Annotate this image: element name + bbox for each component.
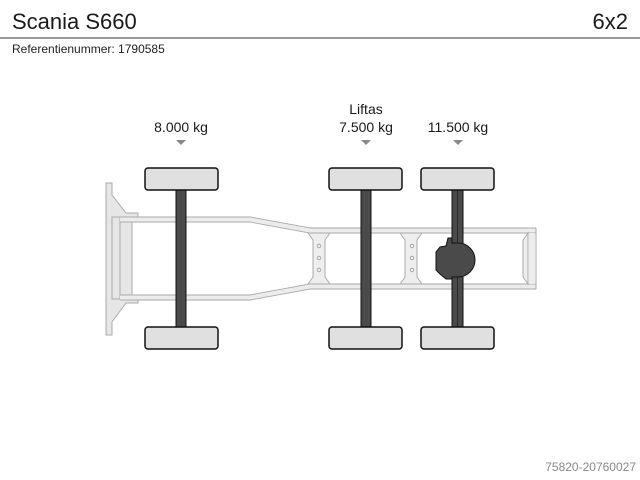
front-mount	[105, 182, 139, 336]
wheel	[144, 326, 219, 350]
reference-number: Referentienummer: 1790585	[12, 42, 165, 56]
cross-member	[307, 231, 529, 286]
wheel	[328, 326, 403, 350]
axle-configuration: 6x2	[592, 9, 628, 34]
wheel	[420, 326, 495, 350]
vehicle-title: Scania S660	[12, 9, 137, 34]
footer-code: 75820-20760027	[545, 460, 636, 474]
lift-axle	[328, 167, 403, 350]
header-divider	[0, 37, 640, 39]
front-axle	[144, 167, 219, 350]
arrow-down-icon	[453, 140, 463, 145]
axle-load-rear: 11.500 kg	[427, 119, 489, 135]
wheel	[420, 167, 495, 191]
wheel	[328, 167, 403, 191]
axle-load-front: 8.000 kg	[154, 119, 208, 135]
arrow-down-icon	[176, 140, 186, 145]
arrow-down-icon	[361, 140, 371, 145]
axle-load-middle: 7.500 kg	[339, 119, 393, 135]
axle-note-middle: Liftas	[349, 101, 383, 117]
wheel	[144, 167, 219, 191]
differential	[435, 237, 476, 280]
drive-axle	[420, 167, 495, 350]
